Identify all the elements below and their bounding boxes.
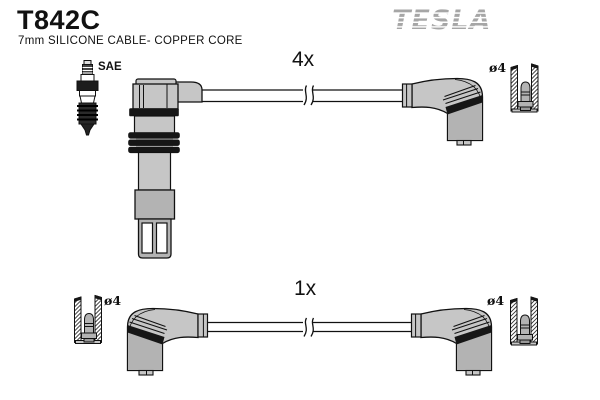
right-angle-boot-connector-icon bbox=[401, 77, 484, 146]
part-number: T842C bbox=[17, 5, 101, 35]
top-cable-count-label: 4x bbox=[292, 48, 315, 71]
terminal-diameter-label-bottom-left: ø4 bbox=[104, 293, 122, 308]
cable-break-mark bbox=[303, 85, 315, 106]
ignition-cable-top bbox=[202, 85, 403, 106]
bottom-cable-count-label: 1x bbox=[294, 277, 317, 300]
spark-plug-icon bbox=[76, 60, 99, 136]
terminal-diameter-label-top-right: ø4 bbox=[489, 60, 507, 75]
terminal-socket-icon bbox=[510, 63, 539, 113]
coil-plug-connector-icon bbox=[128, 78, 203, 259]
right-angle-boot-connector-icon bbox=[126, 307, 209, 376]
sae-standard-label: SAE bbox=[98, 61, 122, 73]
terminal-socket-icon bbox=[510, 296, 538, 346]
tesla-striped-logo: TESLA bbox=[392, 5, 491, 36]
terminal-diameter-label-bottom-right: ø4 bbox=[487, 293, 505, 308]
cable-break-mark bbox=[303, 317, 315, 337]
terminal-socket-icon bbox=[74, 294, 102, 344]
product-subtitle: 7mm SILICONE CABLE- COPPER CORE bbox=[18, 35, 243, 47]
ignition-cable-bottom bbox=[207, 317, 412, 337]
right-angle-boot-connector-icon bbox=[410, 307, 493, 376]
